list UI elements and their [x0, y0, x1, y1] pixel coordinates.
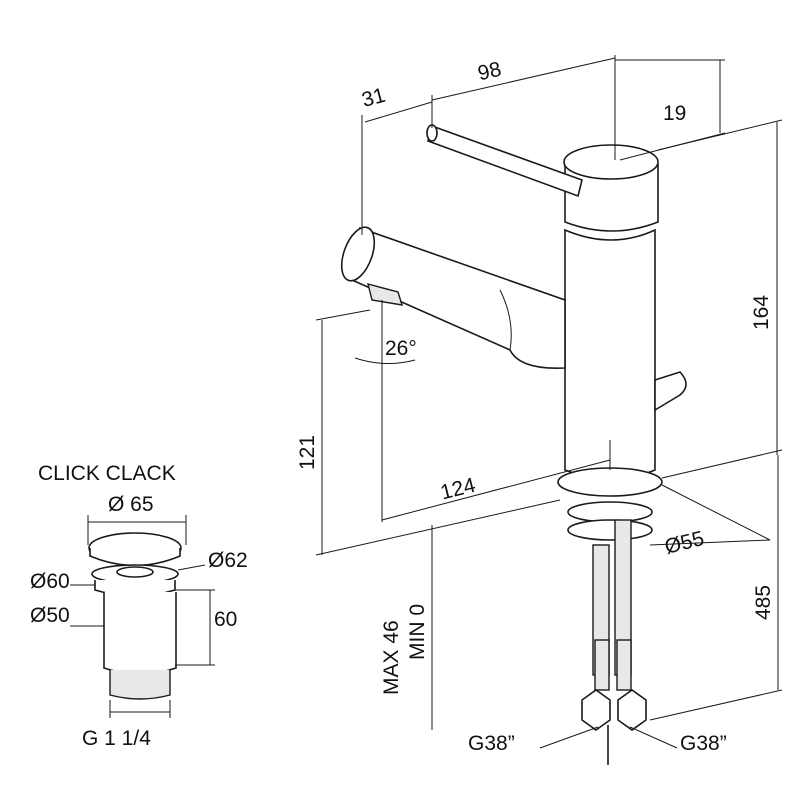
rear-knob: [654, 371, 687, 412]
dim-flange: Ø62: [208, 549, 248, 572]
thread-size: G 1 1/4: [82, 727, 151, 750]
dim-cap: Ø 65: [108, 493, 154, 516]
hose-ferrule-left: [594, 639, 610, 691]
click-clack-drawing: [88, 532, 182, 700]
nut-left: [581, 689, 611, 731]
waste-thread: [109, 670, 171, 700]
dim-spout-reach: 124: [438, 474, 478, 505]
top-handle: [564, 164, 659, 232]
spout-end: [340, 226, 376, 282]
dim-base-diameter: Ø55: [662, 527, 706, 559]
dim-spout-angle: 26°: [385, 337, 417, 360]
waste-body: [103, 592, 177, 675]
aerator: [367, 283, 404, 306]
dim-lever-reach: 98: [476, 58, 504, 86]
spout-joint: [499, 289, 512, 351]
hose-ferrule-right: [616, 639, 632, 691]
click-clack-dimensions: [70, 515, 215, 718]
nut-right: [617, 689, 647, 731]
dim-height: 60: [214, 608, 237, 631]
dim-collar: Ø60: [30, 570, 70, 593]
washer: [567, 501, 653, 523]
faucet-drawing: [340, 124, 687, 765]
dim-lever-offset: 31: [359, 84, 388, 112]
click-clack-title: CLICK CLACK: [38, 462, 176, 485]
dim-total-height: 164: [750, 295, 773, 330]
top-handle-cap: [563, 144, 659, 180]
dimension-lines: [315, 55, 783, 749]
thread-left: G38”: [468, 732, 515, 755]
cap-rim: [89, 548, 181, 567]
dim-hose-length: 485: [752, 585, 775, 620]
dim-spout-height: 121: [296, 435, 319, 470]
spout: [351, 226, 566, 369]
nut: [567, 519, 653, 541]
dim-body: Ø50: [30, 604, 70, 627]
base-plate: [557, 467, 663, 497]
dim-deck-min: MIN 0: [406, 604, 429, 660]
dim-top-handle: 19: [663, 102, 686, 125]
spring-top: [116, 566, 154, 578]
thread-right: G38”: [680, 732, 727, 755]
lever: [427, 124, 583, 198]
dim-deck-max: MAX 46: [380, 620, 403, 695]
